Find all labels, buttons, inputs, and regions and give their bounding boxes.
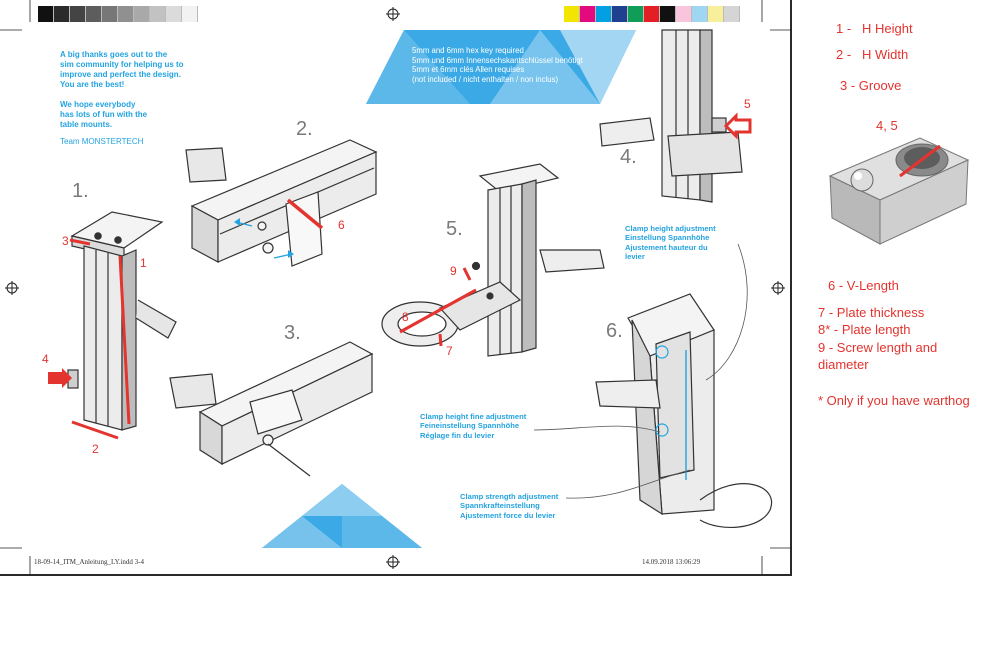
step6-drawing (595, 293, 773, 529)
footer-filename: 18-09-14_ITM_Anleitung_LY.indd 3-4 (34, 558, 144, 566)
legend-screw: 9 - Screw length and diameter (818, 340, 938, 372)
thanks-line: has lots of fun with the (60, 110, 148, 119)
footer-timestamp: 14.09.2018 13:06:29 (642, 558, 701, 566)
marker-3: 3 (62, 234, 69, 248)
hex-key-line: (not included / nicht enthalten / non in… (412, 74, 559, 84)
color-swatch (708, 6, 724, 22)
legend-warthog-note: * Only if you have warthog (818, 393, 970, 408)
step-number-6: 6. (606, 320, 623, 342)
color-swatch (564, 6, 580, 22)
clamp-height-line: Ajustement hauteur du (625, 242, 708, 252)
marker-6: 6 (338, 218, 345, 232)
color-swatch (580, 6, 596, 22)
clamp-height-line: Einstellung Spannhöhe (625, 233, 710, 243)
marker-5: 5 (744, 97, 751, 111)
step-number-4: 4. (620, 146, 637, 168)
hex-key-line: 5mm and 6mm hex key required (412, 46, 524, 55)
legend-plate-length: 8* - Plate length (818, 322, 911, 337)
legend-h-height: 1 - H Height (836, 21, 913, 36)
thanks-line: sim community for helping us to (60, 60, 184, 69)
hex-key-line: 5mm et 6mm clés Allen requises (412, 65, 525, 75)
step-number-2: 2. (296, 118, 313, 140)
clamp-strength-line: Ajustement force du levier (460, 510, 556, 520)
step2-blue-arrows (234, 218, 294, 259)
color-swatch (596, 6, 612, 22)
clamp-strength-line: Clamp strength adjustment (460, 492, 559, 501)
legend-groove: 3 - Groove (840, 78, 902, 93)
clamp-fine-line: Réglage fin du levier (420, 430, 495, 440)
clamp-fine-line: Clamp height fine adjustment (420, 412, 527, 421)
step5-red-markers (399, 267, 477, 347)
gray-swatch (54, 6, 70, 22)
legend-h-width: 2 - H Width (836, 47, 909, 62)
color-swatch (660, 6, 676, 22)
step-number-1: 1. (72, 180, 89, 202)
team-signature: Team MONSTERTECH (60, 137, 144, 146)
step2-drawing (185, 139, 378, 267)
bottom-blue-banner (262, 484, 422, 548)
marker-9: 9 (450, 264, 457, 278)
sheet-border (0, 0, 792, 576)
step1-drawing (67, 211, 177, 431)
gray-swatch (102, 6, 118, 22)
gray-swatch (182, 6, 198, 22)
thanks-line: You are the best! (60, 80, 125, 89)
step-number-5: 5. (446, 218, 463, 240)
color-swatch (644, 6, 660, 22)
registration-mark-left (5, 281, 19, 295)
marker-2: 2 (92, 442, 99, 456)
legend-v-length: 6 - V-Length (828, 278, 899, 293)
hex-key-line: 5mm und 6mm Innensechskantschlüssel benö… (412, 55, 583, 65)
step4-drawing (599, 29, 743, 203)
legend-4-5: 4, 5 (876, 118, 898, 133)
color-swatch (724, 6, 740, 22)
clamp-height-line: levier (625, 252, 645, 262)
color-swatch (628, 6, 644, 22)
color-swatch (692, 6, 708, 22)
thanks-line: A big thanks goes out to the (60, 50, 168, 59)
step2-red-marker (286, 198, 324, 230)
step4-red-arrow (723, 112, 752, 140)
registration-mark-bottom (386, 555, 400, 569)
gray-swatch (134, 6, 150, 22)
step3-drawing (169, 341, 374, 477)
marker-7: 7 (446, 344, 453, 358)
clamp-height-line: Clamp height adjustment (625, 224, 716, 233)
gray-swatch (38, 6, 54, 22)
crop-marks (0, 0, 792, 576)
registration-mark-right (771, 281, 785, 295)
callout-leaders (533, 243, 748, 499)
marker-4: 4 (42, 352, 49, 366)
color-swatch (676, 6, 692, 22)
gray-swatch (166, 6, 182, 22)
grayscale-calibration-bar (38, 6, 198, 22)
registration-mark-top (386, 7, 400, 21)
color-swatch (612, 6, 628, 22)
thanks-line (60, 90, 210, 100)
gray-swatch (70, 6, 86, 22)
color-calibration-bar (564, 6, 740, 22)
top-blue-banner (366, 30, 636, 104)
clamp-strength-line: Spannkrafteinstellung (460, 501, 540, 511)
marker-8: 8 (402, 310, 409, 324)
marker-1: 1 (140, 256, 147, 270)
step-number-3: 3. (284, 322, 301, 344)
thanks-line: table mounts. (60, 120, 113, 129)
legend-plate-thickness: 7 - Plate thickness (818, 305, 925, 320)
thanks-line: We hope everybody (60, 100, 136, 109)
step1-red-markers (48, 238, 131, 440)
thanks-line: improve and perfect the design. (60, 70, 181, 79)
clamp-fine-line: Feineinstellung Spannhöhe (420, 421, 520, 431)
gray-swatch (86, 6, 102, 22)
gray-swatch (150, 6, 166, 22)
gray-swatch (118, 6, 134, 22)
step5-drawing (381, 163, 605, 357)
